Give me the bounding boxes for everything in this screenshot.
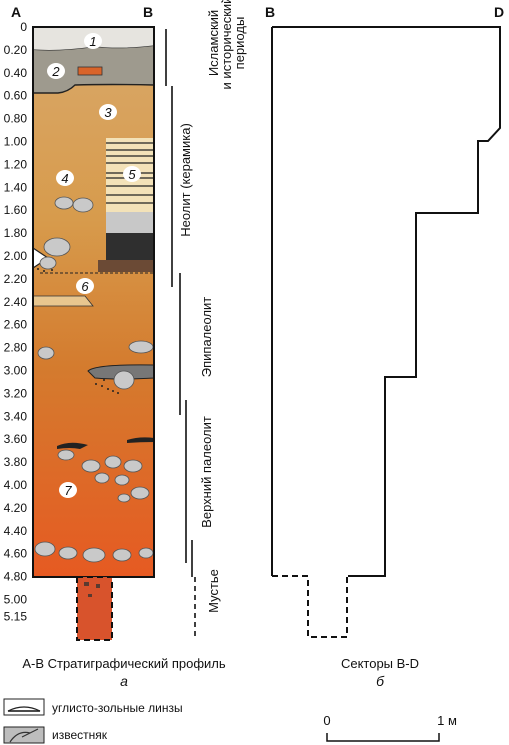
limestone-block <box>57 449 75 461</box>
depth-tick-label: 3.00 <box>4 364 28 378</box>
limestone-block <box>39 256 57 270</box>
period-bars <box>165 29 196 640</box>
depth-tick-label: 4.00 <box>4 478 28 492</box>
depth-tick-label: 2.80 <box>4 341 28 355</box>
limestone-block <box>112 548 132 562</box>
layer-number-badge <box>76 278 94 294</box>
depth-tick-label: 4.20 <box>4 501 28 515</box>
depth-tick-label: 0.80 <box>4 112 28 126</box>
depth-tick-label: 4.60 <box>4 547 28 561</box>
layer-number-badge <box>99 104 117 120</box>
limestone-block <box>37 346 55 360</box>
limestone-block <box>43 237 71 257</box>
layer-number-badge <box>84 33 102 49</box>
depth-axis: 0 0.20 0.40 0.60 0.80 1.00 1.20 1.40 1.60 1.80 2.0… <box>4 20 28 624</box>
layer-5-base <box>98 260 154 272</box>
limestone-block <box>58 546 78 560</box>
layer-labels: 1 2 3 4 5 6 7 <box>47 33 141 498</box>
sectors-sub-label: б <box>376 673 385 689</box>
limestone-block <box>138 547 154 559</box>
layer-number: 7 <box>64 483 72 498</box>
scale-bar: 0 1 м <box>323 713 457 742</box>
depth-tick-label: 1.60 <box>4 203 28 217</box>
legend-limestone-label: известняк <box>52 728 108 742</box>
layer-number: 5 <box>128 167 136 182</box>
depth-tick-label: 2.40 <box>4 295 28 309</box>
scale-start-label: 0 <box>323 713 330 728</box>
sondage-pit <box>76 576 113 641</box>
scale-end-label: 1 м <box>437 713 457 728</box>
depth-tick-label: 3.60 <box>4 432 28 446</box>
limestone-block <box>117 493 131 503</box>
legend: углисто-зольные линзы известняк <box>3 698 183 744</box>
depth-tick-label: 4.80 <box>4 570 28 584</box>
depth-tick-label: 5.00 <box>4 593 28 607</box>
profile-sub-label: а <box>120 673 128 689</box>
period-epipaleolithic: Эпипалеолит <box>199 297 214 378</box>
period-mousterian: Мустье <box>206 569 221 613</box>
layer-number-badge <box>59 482 77 498</box>
period-neolithic: Неолит (керамика) <box>178 123 193 237</box>
depth-tick-label: 0 <box>20 20 27 34</box>
depth-tick-label: 5.15 <box>4 610 28 624</box>
depth-tick-label: 3.80 <box>4 455 28 469</box>
period-islamic-line1: Исламский <box>206 10 221 76</box>
layer-number-badge <box>47 63 65 79</box>
layer-number: 1 <box>89 34 96 49</box>
depth-tick-label: 0.20 <box>4 43 28 57</box>
depth-tick-label: 1.40 <box>4 180 28 194</box>
limestone-block <box>128 340 154 354</box>
period-islamic-line3: периоды <box>232 17 247 70</box>
limestone-block <box>54 196 74 210</box>
layer-2-hearth <box>77 66 103 76</box>
layer-6-lens <box>32 295 94 307</box>
sector-outline <box>272 26 501 577</box>
profile-caption: А-В Стратиграфический профиль <box>22 656 226 671</box>
limestone-block <box>114 474 130 486</box>
depth-tick-label: 1.00 <box>4 135 28 149</box>
depth-tick-label: 3.20 <box>4 386 28 400</box>
depth-tick-label: 2.00 <box>4 249 28 263</box>
layer-number: 2 <box>51 64 60 79</box>
sector-sondage <box>272 575 385 638</box>
depth-tick-label: 0.60 <box>4 89 28 103</box>
ash-lens <box>57 442 88 449</box>
depth-tick-label: 1.80 <box>4 226 28 240</box>
period-upper-paleolithic: Верхний палеолит <box>199 416 214 528</box>
depth-tick-label: 0.40 <box>4 66 28 80</box>
depth-tick-label: 2.60 <box>4 318 28 332</box>
limestone-block <box>130 486 150 500</box>
depth-tick-label: 4.40 <box>4 524 28 538</box>
sector-corner-b: B <box>265 4 275 20</box>
corner-label-b: B <box>143 4 153 20</box>
layer-number: 6 <box>81 279 89 294</box>
limestone-block <box>34 541 56 557</box>
layer-number-badge <box>56 170 74 186</box>
limestone-block <box>81 459 101 473</box>
layer-number-badge <box>123 166 141 182</box>
legend-ash-label: углисто-зольные линзы <box>52 701 183 715</box>
period-islamic-line2: и исторический <box>219 0 234 89</box>
depth-tick-label: 1.20 <box>4 157 28 171</box>
layer-5-grey-band <box>106 212 154 233</box>
limestone-block <box>123 459 143 473</box>
sector-corner-d: D <box>494 4 504 20</box>
limestone-block <box>72 197 94 213</box>
limestone-block <box>113 370 135 390</box>
depth-tick-label: 3.40 <box>4 409 28 423</box>
layer-number: 3 <box>104 105 112 120</box>
depth-tick-label: 2.20 <box>4 272 28 286</box>
limestone-block <box>82 547 106 563</box>
ash-lens <box>127 437 154 443</box>
layer-number: 4 <box>61 171 68 186</box>
limestone-block <box>94 472 110 484</box>
corner-label-a: A <box>11 4 21 20</box>
layer-5-dark-band <box>106 233 154 260</box>
sectors-caption: Секторы B-D <box>341 656 419 671</box>
limestone-block <box>104 455 122 469</box>
